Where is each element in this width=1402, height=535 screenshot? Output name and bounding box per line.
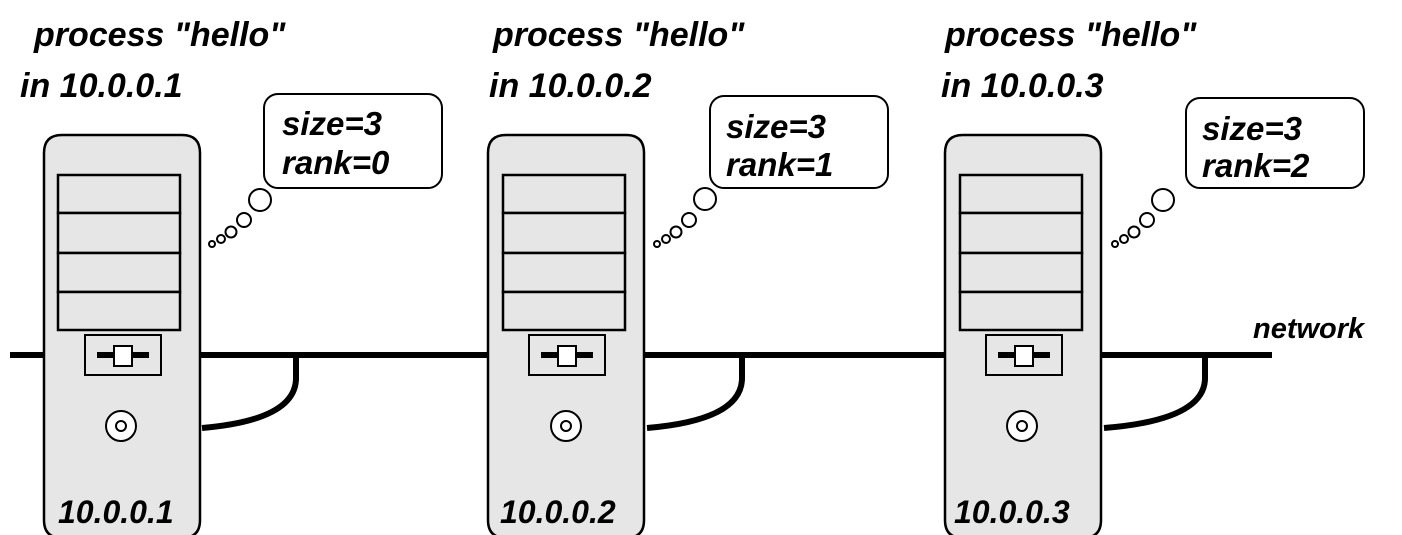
- size-text: size=3: [282, 105, 382, 142]
- thought-bubble: size=3 rank=0: [208, 93, 443, 248]
- network-cable: [201, 355, 299, 431]
- node-title-ip: in 10.0.0.2: [489, 67, 652, 105]
- thought-bubble: size=3 rank=1: [653, 95, 889, 248]
- node-2: process "hello" in 10.0.0.2 size=3 rank=…: [486, 16, 889, 535]
- node-title-process: process "hello": [944, 16, 1197, 54]
- node-title-process: process "hello": [492, 16, 745, 54]
- rank-text: rank=2: [1202, 147, 1310, 184]
- node-title-ip: in 10.0.0.3: [941, 67, 1104, 105]
- node-ip-label: 10.0.0.2: [500, 494, 616, 530]
- rank-text: rank=1: [726, 146, 833, 183]
- node-title-process: process "hello": [33, 16, 286, 54]
- computer-tower-icon: [486, 133, 646, 535]
- network-label: network: [1253, 313, 1366, 345]
- node-1: process "hello" in 10.0.0.1 size=3 rank=…: [20, 16, 443, 535]
- computer-tower-icon: [42, 133, 202, 535]
- computer-tower-icon: [943, 133, 1103, 535]
- node-ip-label: 10.0.0.3: [954, 494, 1070, 530]
- node-ip-label: 10.0.0.1: [58, 494, 174, 530]
- node-3: process "hello" in 10.0.0.3 size=3 rank=…: [941, 16, 1365, 535]
- size-text: size=3: [726, 108, 826, 145]
- rank-text: rank=0: [282, 144, 390, 181]
- network-cable: [1103, 355, 1208, 431]
- size-text: size=3: [1202, 110, 1302, 147]
- thought-bubble: size=3 rank=2: [1111, 97, 1365, 248]
- node-title-ip: in 10.0.0.1: [20, 67, 183, 105]
- network-cable: [646, 355, 745, 431]
